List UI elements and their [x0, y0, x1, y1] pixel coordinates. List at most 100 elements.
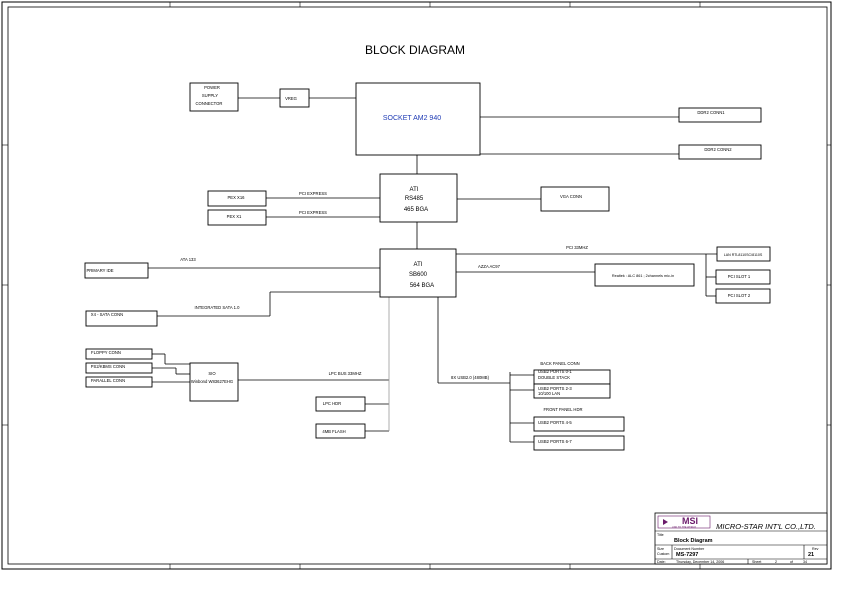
vga-conn-label: VGA CONN: [560, 194, 582, 199]
wires: [148, 97, 717, 443]
box-labels: POWER SUPPLY CONNECTOR VREG SOCKET AM2 9…: [86, 85, 762, 444]
vga-conn-box: [540, 186, 610, 212]
superio-label-1: SIO: [208, 371, 216, 376]
audio-codec-label: Realtek : ALC 861 ; 2channels mic-in: [612, 274, 674, 278]
sata-conn-label: X4 - SATA CONN: [91, 312, 123, 317]
northbridge-box: [379, 173, 458, 223]
frame-ticks: [2, 2, 831, 569]
lpc-bus-label: LPC BUS 33MHZ: [329, 371, 362, 376]
pci-express-label-1: PCI EXPRESS: [299, 191, 327, 196]
sheet-number: 2: [775, 560, 777, 564]
bus-labels: PCI EXPRESS PCI EXPRESS PCI 33MHZ AZZA A…: [180, 191, 588, 412]
outer-frame: [1, 1, 832, 570]
rev-caption: Rev: [812, 547, 819, 551]
flash-label: 4MB FLASH: [322, 429, 345, 434]
usb-front-6-7-box: [533, 435, 625, 451]
pci-express-label-2: PCI EXPRESS: [299, 210, 327, 215]
nb-label-2: RS485: [405, 196, 424, 202]
msi-logo-frame: [657, 515, 711, 529]
audio-codec-box: [594, 263, 695, 287]
azalia-label: AZZA AC97: [478, 264, 501, 269]
date-value: Thursday, December 14, 2006: [676, 560, 724, 564]
title-block-frame: [654, 512, 828, 565]
document-number-caption: Document Number: [674, 547, 705, 551]
power-supply-label-3: CONNECTOR: [196, 101, 223, 106]
primary-ide-box: [84, 262, 149, 279]
flash-box: [315, 423, 366, 439]
sheet-title: Block Diagram: [674, 538, 713, 544]
sb-label-1: ATI: [414, 262, 423, 268]
diagram-title: BLOCK DIAGRAM: [365, 43, 465, 57]
front-panel-label: FRONT PANEL HDR: [543, 407, 582, 412]
ddr2-conn1-box: [678, 107, 762, 123]
usb-back-0-1-label-1: USB2 PORTS 0-1: [538, 369, 572, 374]
usb-back-2-3-box: [533, 383, 611, 399]
usb-front-4-5-box: [533, 416, 625, 432]
superio-label-2: Winbond W83627EHG: [191, 379, 233, 384]
back-panel-label: BACK PANEL CONN: [540, 361, 579, 366]
usb-back-0-1-label-2: DOUBLE STACK: [538, 375, 570, 380]
floppy-conn-label: FLOPPY CONN: [91, 350, 121, 355]
lan-box: [716, 246, 771, 262]
usb-back-2-3-label-1: USB2 PORTS 2-3: [538, 386, 572, 391]
sb-label-3: 564 BGA: [410, 283, 434, 289]
integrated-sata-label: INTEGRATED SATA 1.0: [195, 305, 241, 310]
nb-label-1: ATI: [410, 187, 419, 193]
ps2-conn-label: PS2/KBMS CONN: [91, 364, 125, 369]
msi-logo-emblem-icon: [663, 519, 668, 525]
usb-8x-label: 8X USB2.0 (480MB): [451, 375, 490, 380]
pci-slot1-label: PCI SLOT 1: [728, 274, 751, 279]
pci-33mhz-label: PCI 33MHZ: [566, 245, 588, 250]
ata-label: ATA 133: [180, 257, 196, 262]
pex-x16-label: PEX X16: [228, 195, 246, 200]
power-supply-label-1: POWER: [204, 85, 220, 90]
ps2-conn-box: [85, 362, 153, 374]
pex-x1-label: PEX X1: [227, 214, 242, 219]
ddr2-conn2-label: DDR2 CONN2: [704, 147, 732, 152]
sheet-total: 34: [803, 560, 807, 564]
ddr2-conn2-box: [678, 144, 762, 160]
pci-slot2-box: [715, 288, 771, 304]
lpc-hdr-box: [315, 396, 366, 412]
floppy-conn-box: [85, 348, 153, 360]
southbridge-box: [379, 248, 457, 298]
title-block: MSI LINK TO THE WORLD MICRO-STAR INT'L C…: [654, 512, 828, 565]
rev-value: 21: [808, 552, 814, 558]
vreg-box: [279, 88, 310, 108]
size-caption: Size: [657, 547, 664, 551]
of-caption: of: [790, 560, 793, 564]
socket-label: SOCKET AM2 940: [383, 115, 441, 122]
parallel-conn-label: PARALLEL CONN: [91, 378, 125, 383]
company-name: MICRO-STAR INT'L CO.,LTD.: [716, 522, 816, 531]
parallel-conn-box: [85, 376, 153, 388]
power-supply-connector-box: [189, 82, 239, 112]
ddr2-conn1-label: DDR2 CONN1: [697, 110, 725, 115]
msi-logo: MSI LINK TO THE WORLD: [657, 515, 711, 529]
pci-slot1-box: [715, 269, 771, 285]
msi-logo-text: MSI: [682, 516, 698, 526]
lan-label: LAN RTL8110SC/8110S: [724, 253, 763, 257]
usb-front-6-7-label: USB2 PORTS 6-7: [538, 439, 572, 444]
sata-conn-box: [85, 310, 158, 327]
inner-frame: [7, 6, 828, 565]
title-caption: Title: [657, 533, 664, 537]
usb-front-4-5-label: USB2 PORTS 4-5: [538, 420, 572, 425]
msi-logo-tagline: LINK TO THE WORLD: [672, 526, 696, 529]
size-value: Custom: [657, 552, 669, 556]
date-caption: Date:: [657, 560, 666, 564]
vreg-label: VREG: [285, 96, 297, 101]
cpu-socket-box: [355, 82, 481, 156]
sb-label-2: SB600: [409, 272, 428, 278]
usb-back-2-3-label-2: 10/100 LAN: [538, 391, 560, 396]
primary-ide-label: PRIMARY IDE: [86, 268, 113, 273]
document-number: MS-7297: [676, 552, 698, 558]
superio-box: [189, 362, 239, 402]
boxes: [84, 82, 771, 451]
lpc-hdr-label: LPC HDR: [323, 401, 341, 406]
pex-x16-box: [207, 190, 267, 207]
nb-label-3: 465 BGA: [404, 207, 428, 213]
sheet-caption: Sheet: [752, 560, 761, 564]
pex-x1-box: [207, 209, 267, 226]
power-supply-label-2: SUPPLY: [202, 93, 218, 98]
